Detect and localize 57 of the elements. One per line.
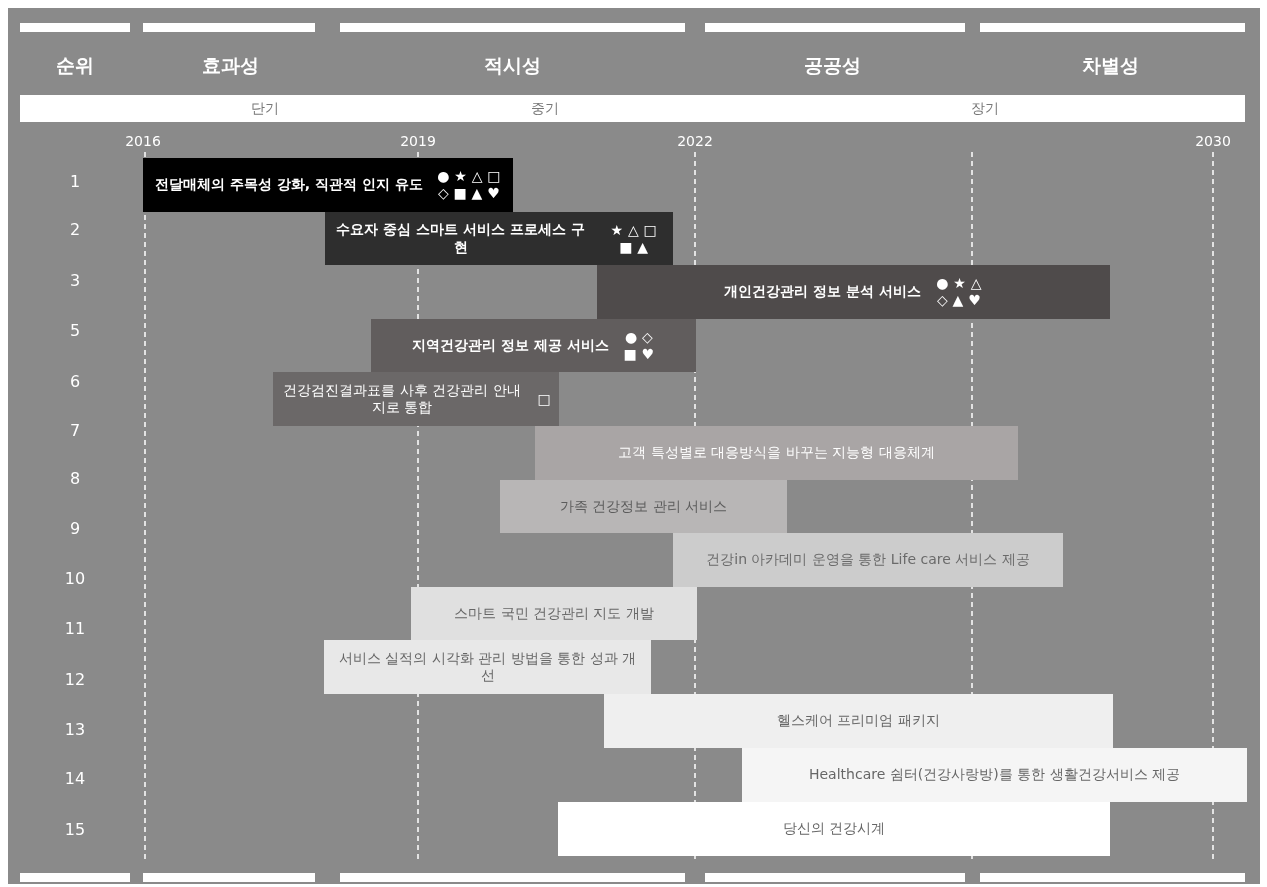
- column-header: 공공성: [803, 53, 861, 78]
- task-name: Healthcare 쉼터(건강사랑방)를 통한 생활건강서비스 제공: [808, 766, 1180, 784]
- roadmap-bar: [324, 640, 651, 694]
- rank-number: 1: [69, 171, 81, 191]
- task-name: 스마트 국민 건강관리 지도 개발: [454, 604, 654, 623]
- symbol-legend: ● ★ △ □ ◇ ■ ▲ ♥: [436, 168, 502, 202]
- roadmap-bar: [371, 319, 696, 372]
- task-name: 헬스케어 프리미엄 패키지: [777, 712, 940, 730]
- task-name: 당신의 건강시계: [782, 820, 886, 838]
- rank-number: 14: [64, 768, 86, 788]
- roadmap-bar: [143, 158, 513, 212]
- task-name: 서비스 실적의 시각화 관리 방법을 통한 성과 개선: [337, 649, 638, 685]
- year-label: 2019: [400, 133, 436, 149]
- roadmap-bar: [742, 748, 1247, 802]
- rank-number: 12: [64, 669, 86, 689]
- rank-number: 8: [69, 468, 81, 488]
- task-name: 개인건강관리 정보 분석 서비스: [724, 283, 921, 301]
- column-header: 효과성: [201, 53, 259, 78]
- column-header: 순위: [56, 53, 94, 78]
- roadmap-bar: [500, 480, 787, 533]
- symbol-legend: ★ △ □ ■ ▲: [602, 221, 665, 256]
- task-name: 고객 특성별로 대응방식을 바꾸는 지능형 대응체계: [618, 444, 935, 462]
- period-label: 장기: [971, 100, 999, 118]
- roadmap-bar: [411, 587, 697, 640]
- rank-number: 11: [64, 618, 86, 638]
- roadmap-bar: [597, 265, 1110, 319]
- year-label: 2022: [677, 133, 713, 149]
- period-label: 중기: [531, 100, 559, 118]
- rank-number: 2: [69, 219, 81, 239]
- rank-number: 13: [64, 719, 86, 739]
- rank-number: 10: [64, 568, 86, 588]
- task-name: 지역건강관리 정보 제공 서비스: [412, 336, 609, 355]
- task-name: 건강검진결과표를 사후 건강관리 안내지로 통합: [282, 381, 522, 417]
- year-label: 2030: [1195, 133, 1231, 149]
- rank-number: 3: [69, 270, 81, 290]
- roadmap-bar: [604, 694, 1113, 748]
- roadmap-bar: [558, 802, 1110, 856]
- task-name: 건강in 아카데미 운영을 통한 Life care 서비스 제공: [706, 551, 1030, 569]
- symbol-legend: ● ◇ ■ ♥: [622, 328, 655, 363]
- rank-number: 5: [69, 320, 81, 340]
- task-name: 전달매체의 주목성 강화, 직관적 인지 유도: [154, 176, 423, 194]
- task-name: 가족 건강정보 관리 서비스: [559, 497, 728, 516]
- column-header: 차별성: [1081, 53, 1139, 78]
- task-name: 수요자 중심 스마트 서비스 프로세스 구현: [335, 221, 586, 256]
- rank-number: 9: [69, 518, 81, 538]
- symbol-legend: ● ★ △ ◇ ▲ ♥: [935, 275, 983, 309]
- roadmap-bar: [673, 533, 1063, 587]
- roadmap-bar: [325, 212, 673, 265]
- symbol-legend: □: [537, 390, 551, 408]
- rank-number: 7: [69, 420, 81, 440]
- roadmap-bar: [535, 426, 1018, 480]
- column-header: 적시성: [483, 53, 541, 78]
- year-label: 2016: [125, 133, 161, 149]
- roadmap-bar: [273, 372, 559, 426]
- rank-number: 15: [64, 819, 86, 839]
- period-label: 단기: [251, 100, 279, 118]
- rank-number: 6: [69, 371, 81, 391]
